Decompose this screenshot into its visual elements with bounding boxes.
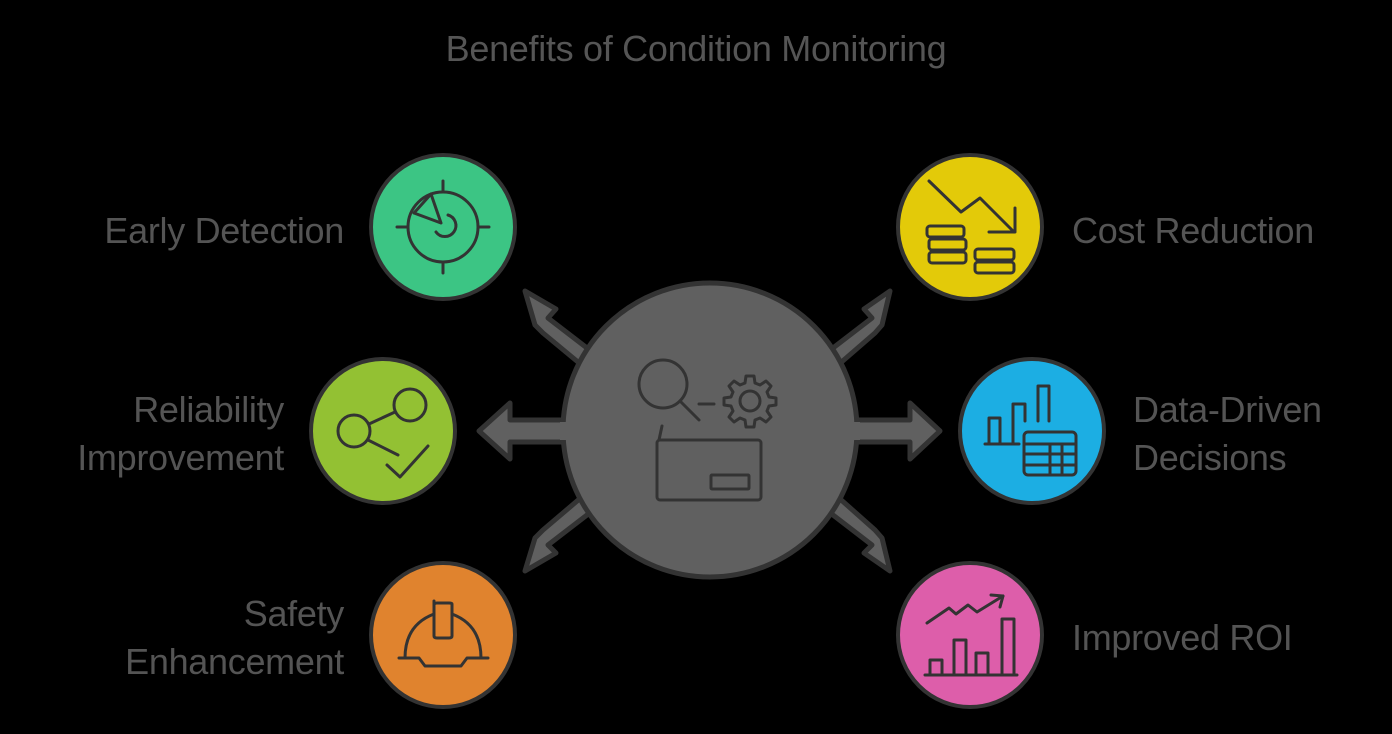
label-cost-reduction: Cost Reduction: [1072, 207, 1314, 255]
label-data-driven-decisions: Data-Driven Decisions: [1133, 386, 1322, 482]
benefit-reliability-improvement: [309, 357, 457, 505]
benefit-data-driven-decisions: [958, 357, 1106, 505]
label-line: Enhancement: [125, 641, 344, 682]
growth-chart-icon: [923, 593, 1019, 677]
label-reliability-improvement: Reliability Improvement: [77, 386, 284, 482]
benefit-improved-roi: [896, 561, 1044, 709]
label-line: Data-Driven: [1133, 389, 1322, 430]
center-hub: [560, 280, 860, 580]
label-line: Cost Reduction: [1072, 210, 1314, 251]
hard-hat-icon: [397, 599, 490, 668]
label-line: Reliability: [133, 389, 284, 430]
label-line: Decisions: [1133, 437, 1287, 478]
search-gear-box-icon: [637, 358, 778, 502]
arrow-reliability: [476, 400, 573, 462]
arrow-data-driven: [847, 400, 943, 462]
label-improved-roi: Improved ROI: [1072, 614, 1293, 662]
benefit-early-detection: [369, 153, 517, 301]
connected-nodes-check-icon: [336, 387, 430, 479]
benefit-cost-reduction: [896, 153, 1044, 301]
diagram-title: Benefits of Condition Monitoring: [445, 28, 947, 69]
label-safety-enhancement: Safety Enhancement: [125, 590, 344, 686]
coins-down-trend-icon: [925, 179, 1017, 275]
bar-chart-table-icon: [983, 384, 1078, 477]
label-early-detection: Early Detection: [104, 207, 344, 255]
label-line: Safety: [243, 593, 345, 634]
benefit-safety-enhancement: [369, 561, 517, 709]
hub-with-arrows: [476, 280, 943, 580]
label-line: Early Detection: [104, 210, 344, 251]
radar-target-icon: [395, 179, 491, 275]
label-line: Improvement: [77, 437, 284, 478]
label-line: Improved ROI: [1072, 617, 1293, 658]
